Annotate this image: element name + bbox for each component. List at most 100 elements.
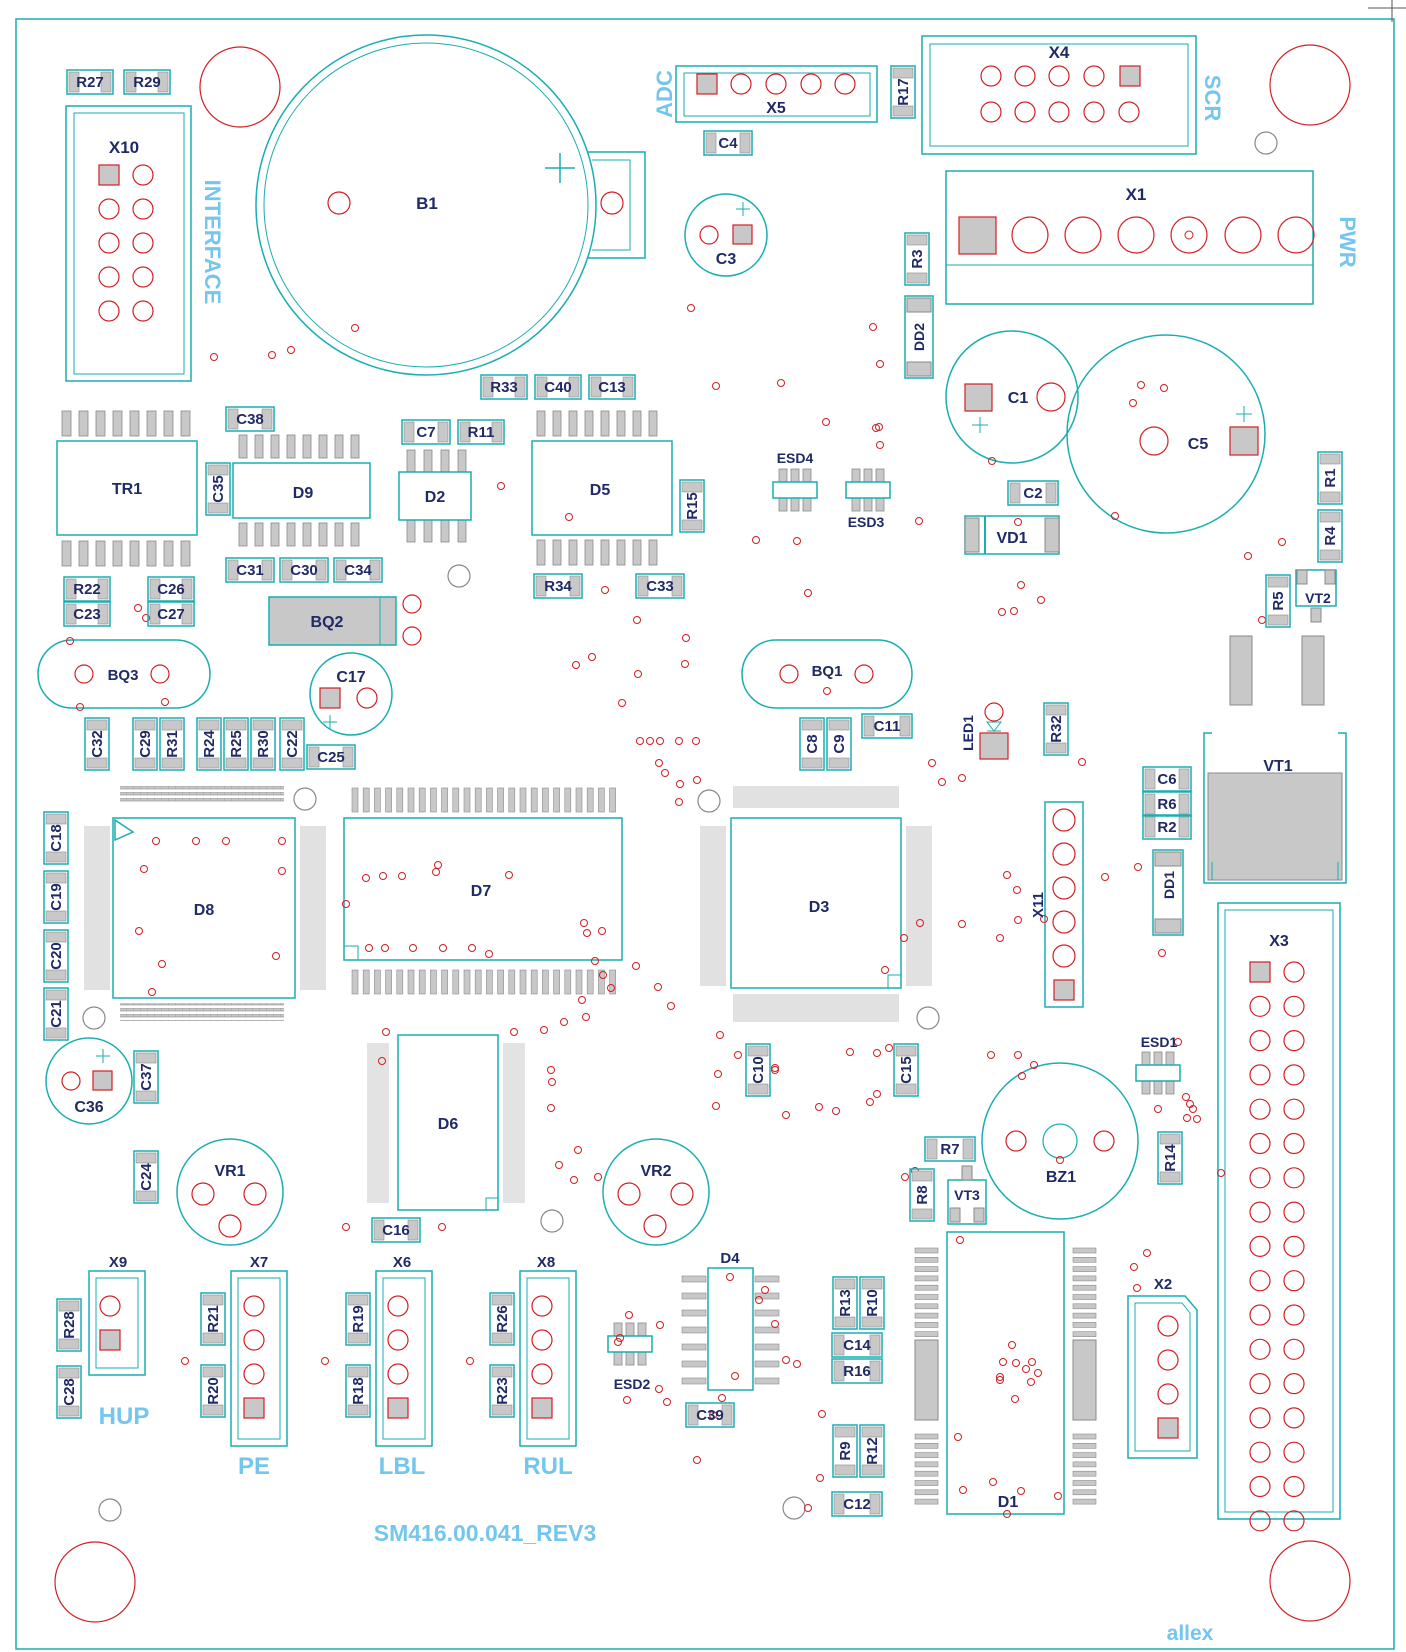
ref-c17: C17: [336, 669, 365, 686]
ref-c31: C31: [236, 562, 264, 579]
chip-d3: [700, 786, 932, 1022]
ref-c24: C24: [138, 1163, 155, 1191]
smd-c13: C13: [588, 374, 636, 400]
connector-x4: [921, 35, 1197, 155]
ref-c19: C19: [48, 883, 65, 911]
ref-r7: R7: [940, 1141, 959, 1158]
ref-c34: C34: [344, 562, 372, 579]
ref-b1: B1: [416, 194, 438, 213]
ref-c1: C1: [1008, 390, 1029, 407]
connector-x8: [519, 1270, 577, 1447]
ref-c5: C5: [1188, 436, 1209, 453]
smd-r18: R18: [345, 1364, 371, 1418]
smd-c32: C32: [84, 717, 110, 771]
smd-c22: C22: [279, 717, 305, 771]
smd-c35: C35: [205, 462, 231, 516]
ref-vd1: VD1: [996, 530, 1027, 547]
smd-c16: C16: [371, 1217, 421, 1243]
ref-vr2: VR2: [640, 1163, 671, 1180]
smd-r25: R25: [223, 717, 249, 771]
ref-c32: C32: [89, 730, 106, 758]
ref-x10: X10: [109, 138, 139, 157]
smd-c14: C14: [831, 1332, 883, 1358]
ref-r8: R8: [914, 1185, 931, 1204]
smd-c37: C37: [133, 1050, 159, 1104]
smd-c2: C2: [1007, 480, 1059, 506]
ref-d7: D7: [471, 883, 492, 900]
diode-vd1: [964, 515, 1060, 555]
ref-c9: C9: [831, 734, 848, 753]
ref-esd3: ESD3: [848, 514, 885, 530]
smd-r33: R33: [480, 374, 528, 400]
ref-dd1: DD1: [1161, 871, 1177, 899]
ref-tr1: TR1: [112, 481, 142, 498]
smd-c11: C11: [861, 713, 913, 739]
ref-c20: C20: [48, 942, 65, 970]
smd-r3: R3: [904, 232, 930, 286]
ref-c38: C38: [236, 411, 264, 428]
ref-c30: C30: [290, 562, 318, 579]
connector-x2: [1127, 1295, 1198, 1459]
smd-r28: R28: [56, 1298, 82, 1352]
ref-d2: D2: [425, 489, 446, 506]
ref-r23: R23: [494, 1377, 511, 1405]
ref-c16: C16: [382, 1222, 410, 1239]
ref-r5: R5: [1270, 591, 1287, 610]
ref-x6: X6: [393, 1254, 411, 1271]
chip-d6: [367, 1034, 525, 1211]
chip-d1: [914, 1231, 1097, 1515]
ref-c39: C39: [696, 1407, 724, 1424]
smd-r13: R13: [832, 1276, 858, 1330]
esd2: [607, 1322, 653, 1366]
brand-logo: allex: [1167, 1622, 1214, 1645]
smd-c29: C29: [132, 717, 158, 771]
connector-x7: [230, 1270, 288, 1447]
ref-r19: R19: [350, 1305, 367, 1333]
ref-dd2: DD2: [911, 323, 927, 351]
smd-r23: R23: [489, 1364, 515, 1418]
smd-r34: R34: [533, 573, 583, 599]
ref-x11: X11: [1030, 892, 1047, 918]
smd-c38: C38: [225, 406, 275, 432]
ref-r27: R27: [76, 74, 104, 91]
ref-r22: R22: [73, 581, 101, 598]
smd-c23: C23: [63, 601, 111, 627]
ref-c6: C6: [1157, 771, 1176, 788]
smd-c30: C30: [279, 557, 329, 583]
ref-x9: X9: [109, 1254, 127, 1271]
ref-c23: C23: [73, 606, 101, 623]
smd-r6: R6: [1142, 791, 1192, 817]
diode-dd1: [1152, 849, 1184, 936]
ref-r31: R31: [164, 730, 181, 758]
ref-bq3: BQ3: [108, 667, 139, 684]
transformer-tr1: [56, 410, 198, 567]
capacitor-c36: [45, 1037, 133, 1125]
ref-esd2: ESD2: [614, 1376, 651, 1392]
ref-r21: R21: [205, 1305, 222, 1333]
smd-r20: R20: [200, 1364, 226, 1418]
ref-c21: C21: [48, 1000, 65, 1028]
smd-r19: R19: [345, 1292, 371, 1346]
smd-r22: R22: [63, 576, 111, 602]
smd-r16: R16: [831, 1358, 883, 1384]
ref-r14: R14: [1162, 1144, 1179, 1172]
connector-x9: [88, 1270, 146, 1376]
ref-c14: C14: [843, 1337, 871, 1354]
smd-r24: R24: [196, 717, 222, 771]
smd-r7: R7: [924, 1136, 976, 1162]
smd-c24: C24: [133, 1150, 159, 1204]
ref-c40: C40: [544, 379, 572, 396]
ref-designators: X10 B1 X5 X4 C3 X1 C1 C5 TR1 D9 D2 D5 ES…: [74, 43, 1331, 1511]
ref-x5: X5: [766, 100, 786, 117]
ref-c29: C29: [137, 730, 154, 758]
ref-r34: R34: [544, 578, 572, 595]
smd-r31: R31: [159, 717, 185, 771]
smd-c6: C6: [1142, 766, 1192, 792]
smd-c19: C19: [43, 870, 69, 924]
label-interface: INTERFACE: [200, 180, 225, 305]
ref-r1: R1: [1322, 468, 1339, 487]
ref-r2: R2: [1157, 819, 1176, 836]
ref-r32: R32: [1048, 715, 1065, 743]
smd-c39: C39: [685, 1402, 735, 1428]
ref-c12: C12: [843, 1496, 871, 1513]
